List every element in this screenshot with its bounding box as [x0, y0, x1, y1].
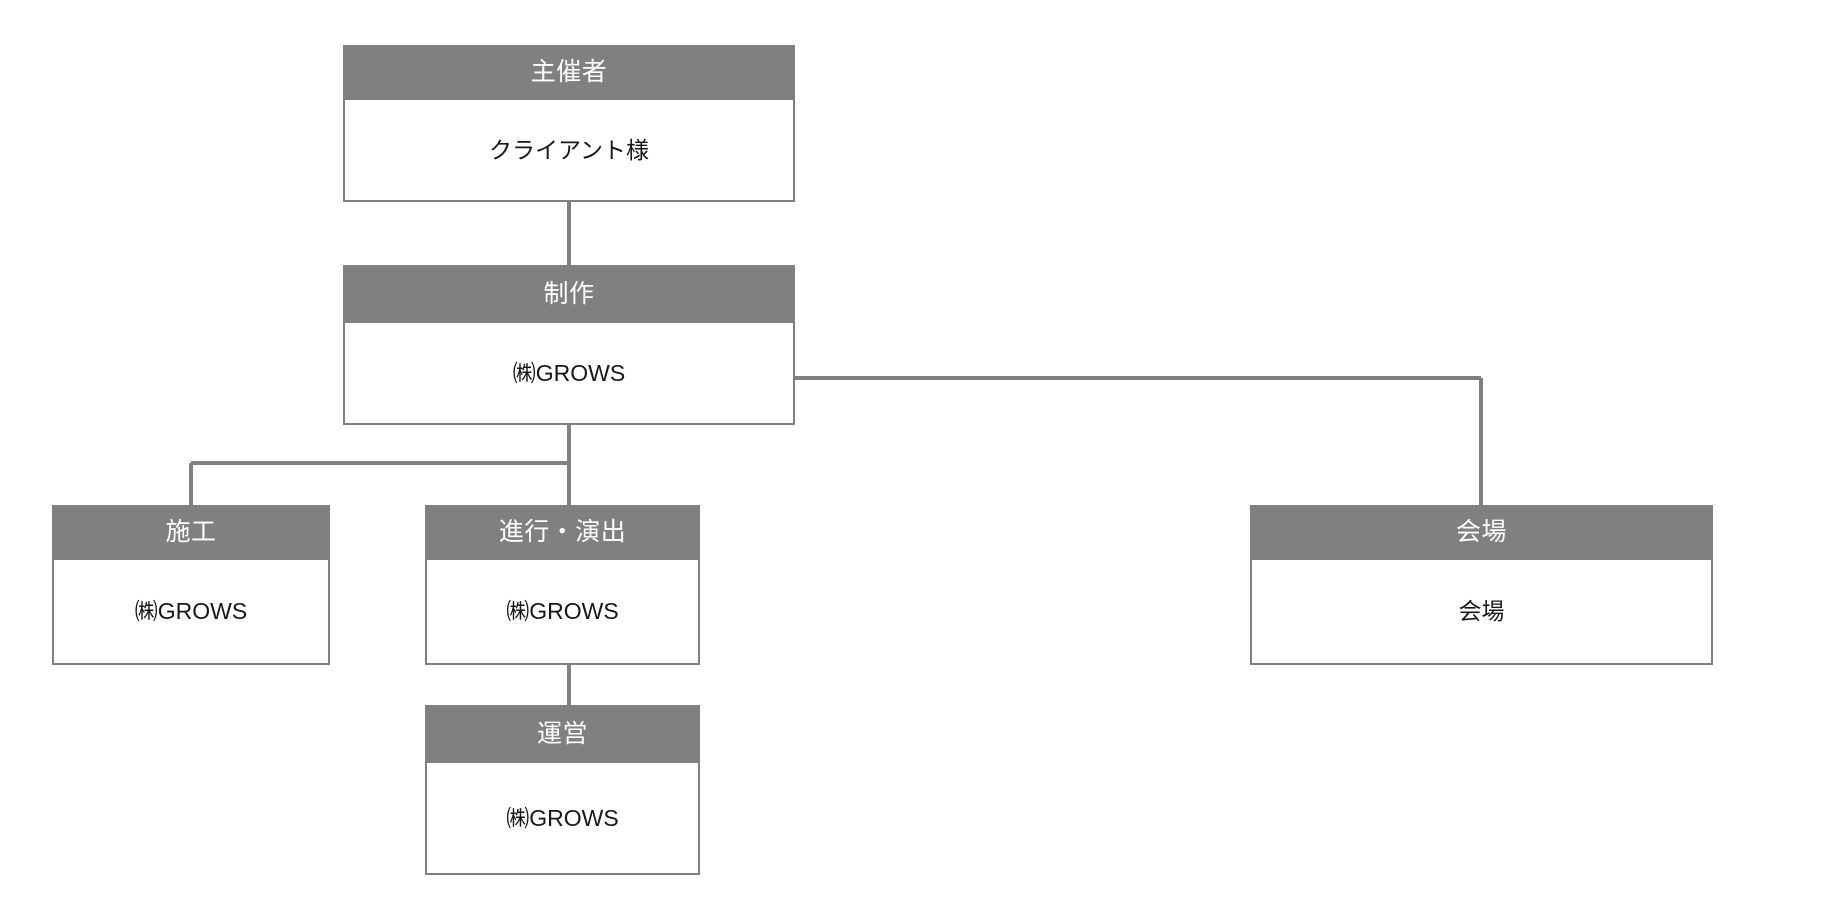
node-operation-header: 運営: [425, 705, 700, 763]
node-host-body: クライアント様: [343, 100, 795, 202]
node-staging-header: 進行・演出: [425, 505, 700, 560]
node-staging[interactable]: 進行・演出 ㈱GROWS: [425, 505, 700, 665]
node-construction-body: ㈱GROWS: [52, 560, 330, 665]
node-venue-body: 会場: [1250, 560, 1713, 665]
node-venue-header: 会場: [1250, 505, 1713, 560]
node-construction[interactable]: 施工 ㈱GROWS: [52, 505, 330, 665]
node-venue[interactable]: 会場 会場: [1250, 505, 1713, 665]
node-operation[interactable]: 運営 ㈱GROWS: [425, 705, 700, 875]
node-host[interactable]: 主催者 クライアント様: [343, 45, 795, 202]
node-production-header: 制作: [343, 265, 795, 323]
node-production[interactable]: 制作 ㈱GROWS: [343, 265, 795, 425]
node-construction-header: 施工: [52, 505, 330, 560]
node-production-body: ㈱GROWS: [343, 323, 795, 425]
node-host-header: 主催者: [343, 45, 795, 100]
node-operation-body: ㈱GROWS: [425, 763, 700, 875]
node-staging-body: ㈱GROWS: [425, 560, 700, 665]
